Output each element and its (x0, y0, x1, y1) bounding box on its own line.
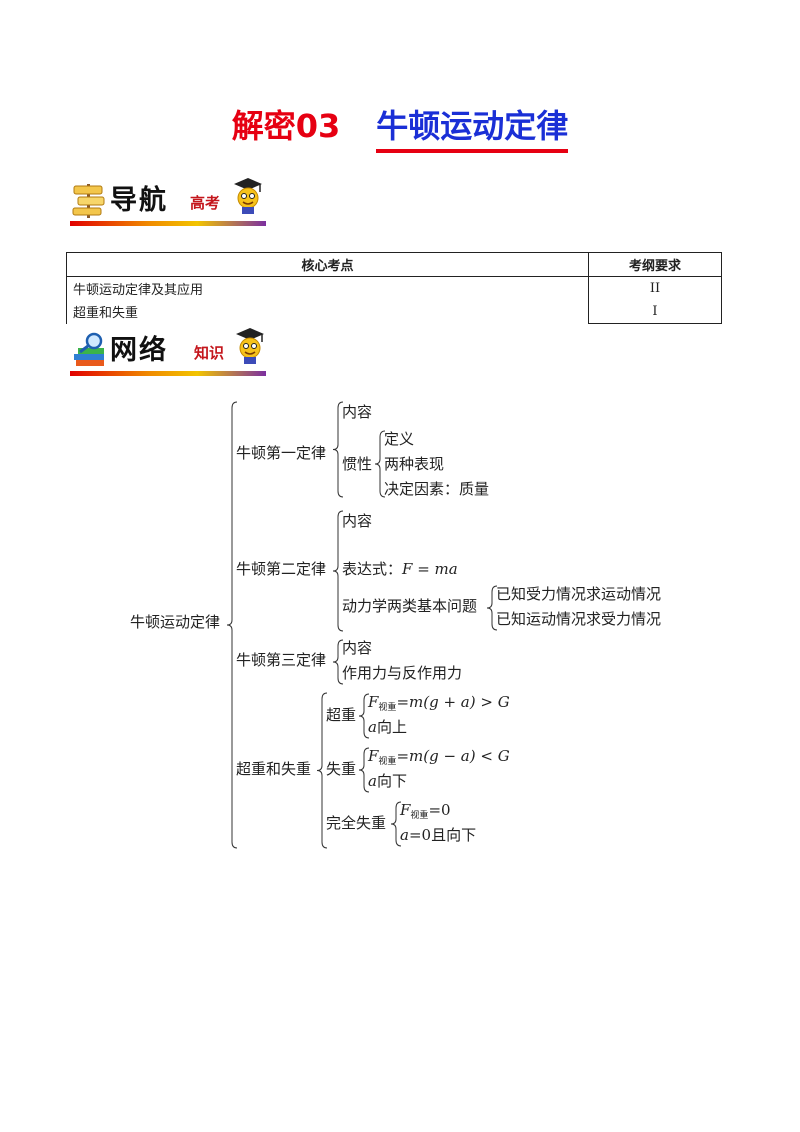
page-title: 解密03 牛顿运动定律 (0, 104, 800, 153)
mindmap-root: 牛顿运动定律 (130, 613, 221, 631)
node-underweight: 失重 (326, 760, 357, 778)
brace-root (226, 401, 238, 849)
node-inertia-factor: 决定因素：质量 (384, 480, 490, 498)
node-inertia-forms: 两种表现 (384, 455, 445, 473)
underweight-direction: a向下 (368, 772, 407, 790)
node-law3-action-reaction: 作用力与反作用力 (342, 664, 463, 682)
underweight-formula: F视重=m(g − a) < G (368, 747, 510, 767)
graduate-mascot-icon (234, 178, 262, 214)
node-law1-inertia: 惯性 (342, 455, 373, 473)
node-dynamics-inverse: 已知运动情况求受力情况 (496, 610, 662, 628)
table-header-row: 核心考点 考纲要求 (66, 252, 722, 277)
node-dynamics-forward: 已知受力情况求运动情况 (496, 585, 662, 603)
weightless-direction: a=0且向下 (400, 826, 477, 844)
table-cell-requirement: I (588, 300, 722, 324)
node-weightless: 完全失重 (326, 814, 387, 832)
signpost-icon (72, 184, 105, 218)
brace-law1 (332, 401, 344, 498)
node-law1-content: 内容 (342, 403, 373, 421)
table-row: 超重和失重 I (66, 300, 722, 324)
node-law3: 牛顿第三定律 (236, 651, 327, 669)
table-header-requirement: 考纲要求 (588, 252, 722, 277)
title-code: 解密03 (231, 107, 341, 145)
node-law2-dynamics: 动力学两类基本问题 (342, 597, 478, 615)
banner-nav-underline (70, 221, 266, 226)
title-topic: 牛顿运动定律 (376, 104, 569, 153)
banner-net-main: 网络 (110, 335, 168, 366)
table-cell-point: 牛顿运动定律及其应用 (66, 276, 589, 300)
node-weight: 超重和失重 (236, 760, 312, 778)
node-law1: 牛顿第一定律 (236, 444, 327, 462)
node-law2-expression: 表达式：F = ma (342, 559, 458, 579)
banner-nav: 导航 高考 (70, 176, 266, 226)
banner-net: 网络 知识 (70, 326, 266, 376)
brace-inertia (374, 430, 386, 498)
graduate-mascot-icon (236, 328, 264, 364)
brace-underweight (358, 747, 370, 793)
key-points-table: 核心考点 考纲要求 牛顿运动定律及其应用 II 超重和失重 I (66, 252, 722, 324)
brace-law3 (332, 639, 344, 685)
node-law2-content: 内容 (342, 512, 373, 530)
table-row: 牛顿运动定律及其应用 II (66, 276, 722, 300)
banner-nav-main: 导航 (110, 185, 168, 216)
books-magnifier-icon (74, 332, 104, 366)
table-cell-point: 超重和失重 (66, 300, 589, 324)
table-cell-requirement: II (588, 276, 722, 300)
banner-net-small: 知识 (194, 344, 225, 362)
expression-formula: F = ma (402, 560, 458, 578)
node-overweight: 超重 (326, 706, 357, 724)
node-law2: 牛顿第二定律 (236, 560, 327, 578)
overweight-direction: a向上 (368, 718, 407, 736)
expression-label: 表达式： (342, 560, 403, 578)
banner-nav-small: 高考 (190, 194, 221, 212)
brace-overweight (358, 693, 370, 739)
brace-law2 (332, 510, 344, 632)
banner-net-underline (70, 371, 266, 376)
table-header-point: 核心考点 (66, 252, 589, 277)
brace-weightless (390, 801, 402, 847)
brace-weight (316, 692, 328, 849)
overweight-formula: F视重=m(g + a) > G (368, 693, 510, 713)
node-law3-content: 内容 (342, 639, 373, 657)
brace-dynamics (486, 585, 498, 631)
node-inertia-definition: 定义 (384, 430, 415, 448)
weightless-formula: F视重=0 (400, 801, 451, 821)
